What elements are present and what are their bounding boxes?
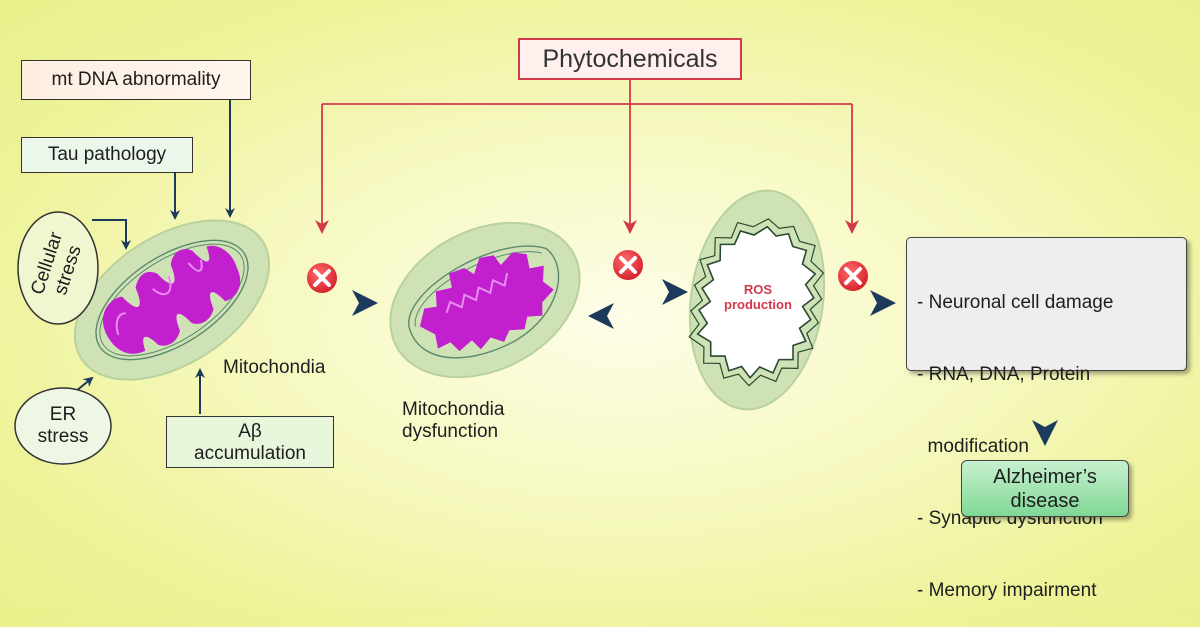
effect-item: - RNA, DNA, Protein [917,364,1091,385]
mitochondria-label: Mitochondia [223,357,326,378]
effect-item: - Memory impairment [917,580,1097,601]
abeta-word: accumulation [194,443,306,464]
inhibition-marker-2 [613,250,643,280]
mtdna-abnormality-label: mt DNA abnormality [51,69,221,90]
ros-production-label: ROS production [724,282,792,312]
er-stress-label: ER stress [37,404,89,447]
mitochondria-dysfunction-label: Mitochondia dysfunction [402,399,505,442]
effects-box: - Neuronal cell damage - RNA, DNA, Prote… [906,237,1187,601]
inhibition-marker-3 [838,261,868,291]
mtdna-abnormality-box: mt DNA abnormality [21,60,251,100]
mitochondria-dysfunction-illustration [389,221,581,379]
alzheimers-disease-box: Alzheimer’s disease [961,460,1129,517]
tau-pathology-label: Tau pathology [47,144,167,165]
effect-item: modification [917,436,1029,457]
abeta-symbol: Aβ [238,421,262,442]
input-arrows [69,86,235,414]
er-stress-ellipse [14,387,112,465]
progression-arrows [285,279,1058,446]
phytochemicals-box: Phytochemicals [518,38,742,80]
phytochemical-connectors [315,78,859,234]
inhibition-marker-1 [307,263,337,293]
diagram-canvas [14,78,1058,465]
abeta-accumulation-box: Aβ accumulation [166,416,334,468]
cellular-stress-ellipse [17,211,99,325]
phytochemicals-label: Phytochemicals [542,45,718,73]
ros-illustration [688,189,826,411]
effect-item: - Neuronal cell damage [917,292,1114,313]
mitochondria-illustration [73,219,271,381]
tau-pathology-box: Tau pathology [21,137,193,173]
